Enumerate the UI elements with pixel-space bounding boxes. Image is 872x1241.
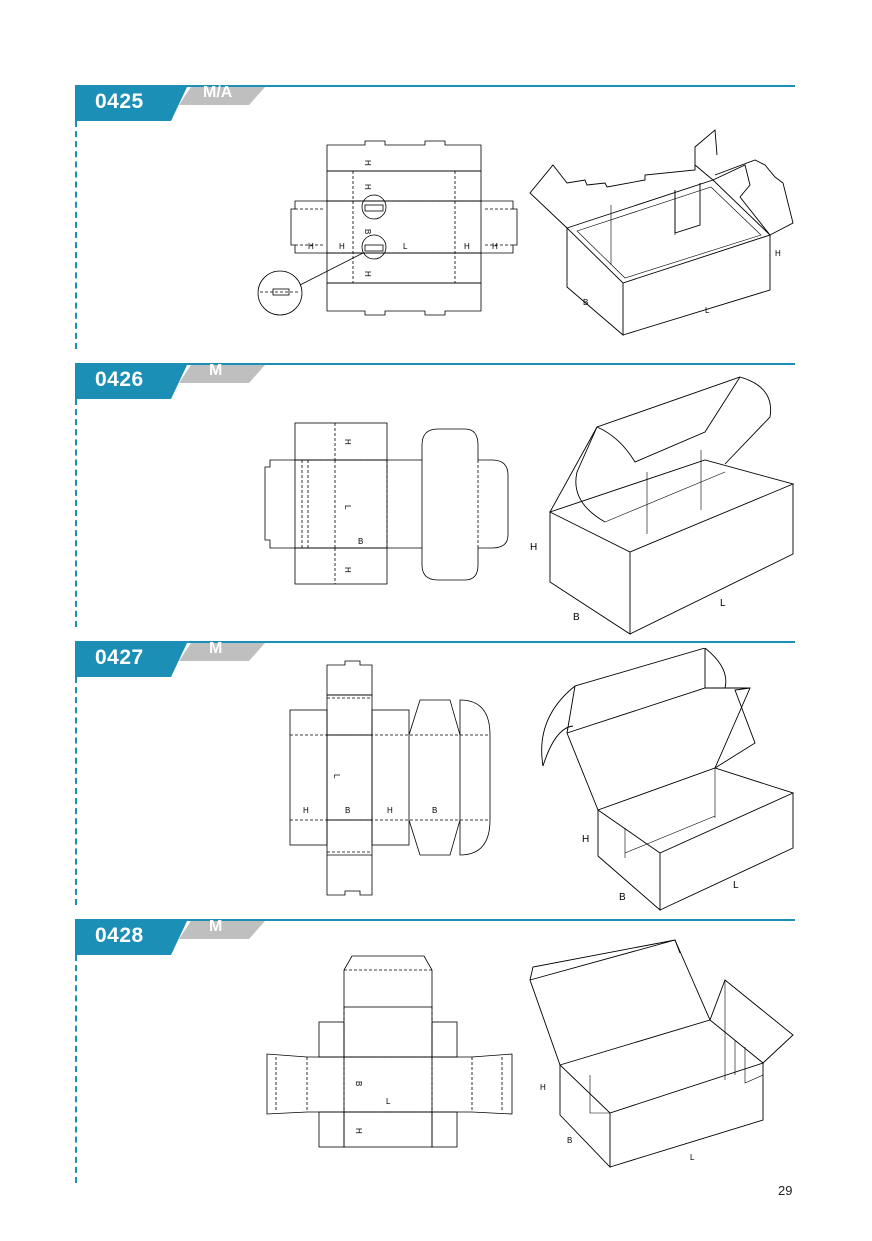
net-label: H: [303, 806, 309, 815]
box-type: M/A: [203, 84, 233, 101]
view-label: L: [720, 598, 726, 609]
view-label: H: [582, 834, 589, 845]
page-number: 29: [778, 1183, 793, 1198]
view-label: B: [567, 1136, 572, 1145]
section-margin-line: [75, 399, 77, 627]
net-labels: H L B H: [343, 439, 363, 573]
view-label: B: [573, 612, 580, 623]
view-label: H: [530, 542, 537, 553]
box-net-drawing: [289, 660, 491, 896]
view-labels: H B L: [582, 834, 739, 903]
box-3d-view: [529, 939, 794, 1169]
code-tab: 0425 M/A: [75, 84, 275, 121]
view-label: B: [583, 298, 588, 307]
net-label: H: [387, 806, 393, 815]
box-type: M: [209, 640, 223, 657]
net-labels: H H H H H H H B L: [308, 160, 498, 277]
net-label: B: [363, 229, 372, 234]
net-label: H: [354, 1128, 363, 1134]
box-net-drawing: [266, 955, 513, 1148]
view-label: L: [705, 306, 710, 315]
code-tab: 0428 M: [75, 918, 275, 955]
view-label: B: [619, 892, 626, 903]
net-label: B: [345, 806, 350, 815]
view-labels: H B L: [530, 542, 726, 623]
box-type: M: [209, 918, 223, 935]
net-label: H: [363, 184, 372, 190]
net-label: B: [432, 806, 437, 815]
net-label: H: [464, 242, 470, 251]
net-label: L: [332, 774, 341, 779]
net-label: H: [343, 567, 352, 573]
view-label: H: [540, 1083, 546, 1092]
section-margin-line: [75, 955, 77, 1183]
code-tab: 0426 M: [75, 362, 275, 399]
view-label: L: [690, 1153, 695, 1162]
net-label: L: [343, 505, 352, 510]
box-net-drawing: [264, 422, 509, 585]
net-label: H: [363, 271, 372, 277]
section-rule: [75, 85, 795, 87]
net-label: L: [403, 242, 408, 251]
section-rule: [75, 641, 795, 643]
section-margin-line: [75, 677, 77, 905]
code-tab: 0427 M: [75, 640, 275, 677]
box-code: 0427: [95, 646, 144, 669]
box-code: 0428: [95, 924, 144, 947]
net-label: B: [354, 1081, 363, 1086]
net-labels: L H B H B: [303, 774, 437, 815]
view-labels: B L H: [583, 249, 781, 315]
net-label: L: [386, 1097, 391, 1106]
net-label: H: [343, 439, 352, 445]
net-label: B: [358, 537, 363, 546]
net-label: H: [339, 242, 345, 251]
net-label: H: [492, 242, 498, 251]
net-label: H: [363, 160, 372, 166]
box-3d-view: [541, 648, 795, 911]
section-rule: [75, 919, 795, 921]
net-labels: B L H: [354, 1081, 391, 1134]
section-rule: [75, 363, 795, 365]
box-code: 0425: [95, 90, 144, 113]
view-label: L: [733, 880, 739, 891]
box-3d-view: [529, 129, 794, 336]
box-net-drawing: [257, 140, 518, 316]
view-labels: H B L: [540, 1083, 695, 1162]
box-3d-view: [548, 376, 795, 635]
section-margin-line: [75, 121, 77, 349]
box-code: 0426: [95, 368, 144, 391]
view-label: H: [775, 249, 781, 258]
box-type: M: [209, 362, 223, 379]
net-label: H: [308, 242, 314, 251]
